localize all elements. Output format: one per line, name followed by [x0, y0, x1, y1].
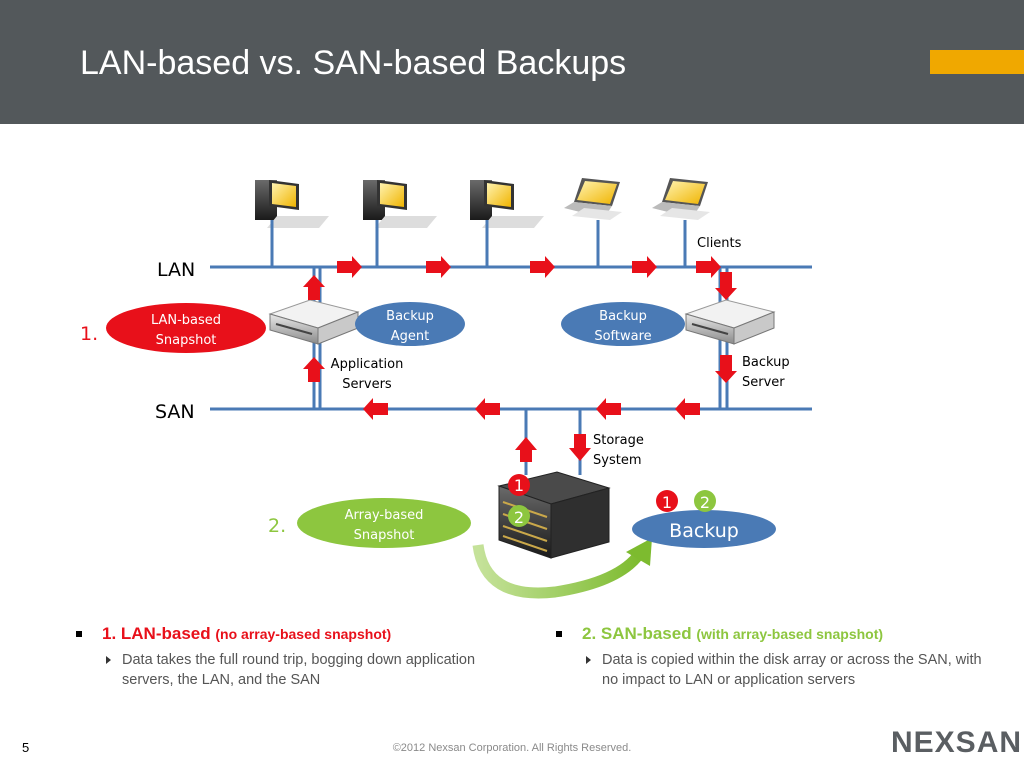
lan-snapshot-line1: LAN-based	[151, 313, 221, 328]
storage-badge-1-text: 1	[514, 476, 524, 495]
client-desktop-2-icon	[363, 180, 437, 228]
bullet-lan-sub-text: Data takes the full round trip, bogging …	[122, 652, 476, 688]
application-servers-line2: Servers	[342, 377, 392, 392]
bullet-lan-title-text: 1. LAN-based	[102, 624, 211, 643]
application-servers-line1: Application	[331, 357, 404, 372]
array-snapshot-line2: Snapshot	[354, 528, 415, 543]
backup-agent-line1: Backup	[386, 309, 434, 324]
square-bullet-icon	[76, 631, 82, 637]
header-bar: LAN-based vs. SAN-based Backups	[0, 0, 1024, 124]
backup-target-label: Backup	[669, 520, 739, 542]
page-title: LAN-based vs. SAN-based Backups	[80, 44, 627, 82]
triangle-bullet-icon	[106, 656, 111, 664]
storage-links	[524, 409, 582, 475]
backup-badge-2	[694, 490, 716, 512]
bullet-san-based: 2. SAN-based (with array-based snapshot)…	[556, 624, 986, 690]
copyright-text: ©2012 Nexsan Corporation. All Rights Res…	[392, 742, 632, 754]
lan-snapshot-line2: Snapshot	[156, 333, 217, 348]
bullet-san-paren: (with array-based snapshot)	[696, 626, 884, 642]
san-label: SAN	[155, 401, 195, 423]
bullet-lan-title: 1. LAN-based (no array-based snapshot)	[76, 624, 476, 644]
bullet-lan-sub: Data takes the full round trip, bogging …	[76, 650, 476, 690]
array-snapshot-oval	[297, 498, 471, 548]
backup-target-oval	[632, 510, 776, 548]
backup-agent-line2: Agent	[391, 329, 429, 344]
application-server-icon	[268, 299, 360, 345]
client-desktop-1-icon	[255, 180, 329, 228]
client-laptop-2-icon	[652, 178, 710, 220]
storage-badge-2	[508, 505, 530, 527]
backup-badge-1-text: 1	[662, 493, 672, 512]
backup-server-line2: Server	[742, 375, 785, 390]
clients-label: Clients	[697, 236, 742, 251]
bullet-lan-based: 1. LAN-based (no array-based snapshot) D…	[76, 624, 476, 690]
backup-software-line1: Backup	[599, 309, 647, 324]
storage-badge-1	[508, 474, 530, 496]
backup-software-line2: Software	[594, 329, 651, 344]
backup-server-icon	[684, 299, 776, 345]
page-number: 5	[22, 740, 30, 755]
lan-flow-arrows	[337, 256, 721, 278]
backup-badge-2-text: 2	[700, 493, 710, 512]
storage-badge-2-text: 2	[514, 508, 524, 527]
backup-server-line1: Backup	[742, 355, 790, 370]
client-connections	[270, 220, 687, 267]
client-desktop-3-icon	[470, 180, 544, 228]
san-flow-arrows	[363, 398, 700, 420]
array-copy-arrow	[472, 538, 652, 599]
bullet-san-sub: Data is copied within the disk array or …	[556, 650, 986, 690]
nexsan-logo: NEXSAN	[891, 726, 1023, 759]
backup-agent-oval	[355, 302, 465, 346]
lan-label: LAN	[157, 259, 195, 281]
storage-system-line2: System	[593, 453, 641, 468]
lan-snapshot-number: 1.	[80, 323, 98, 345]
backup-badge-1	[656, 490, 678, 512]
bullet-lan-paren: (no array-based snapshot)	[215, 626, 392, 642]
array-snapshot-line1: Array-based	[345, 508, 424, 523]
client-laptop-1-icon	[564, 178, 622, 220]
backup-software-oval	[561, 302, 685, 346]
square-bullet-icon	[556, 631, 562, 637]
array-snapshot-number: 2.	[268, 515, 286, 537]
accent-bar	[930, 50, 1024, 74]
storage-system-line1: Storage	[593, 433, 644, 448]
backup-diagram: LAN SAN Clients 1. LAN-based Snapshot Ba…	[80, 178, 812, 599]
lan-snapshot-oval	[106, 303, 266, 353]
triangle-bullet-icon	[586, 656, 591, 664]
bullet-san-title-text: 2. SAN-based	[582, 624, 692, 643]
bullet-san-title: 2. SAN-based (with array-based snapshot)	[556, 624, 986, 644]
bullet-san-sub-text: Data is copied within the disk array or …	[602, 652, 982, 688]
vertical-flow-arrows	[303, 272, 737, 462]
